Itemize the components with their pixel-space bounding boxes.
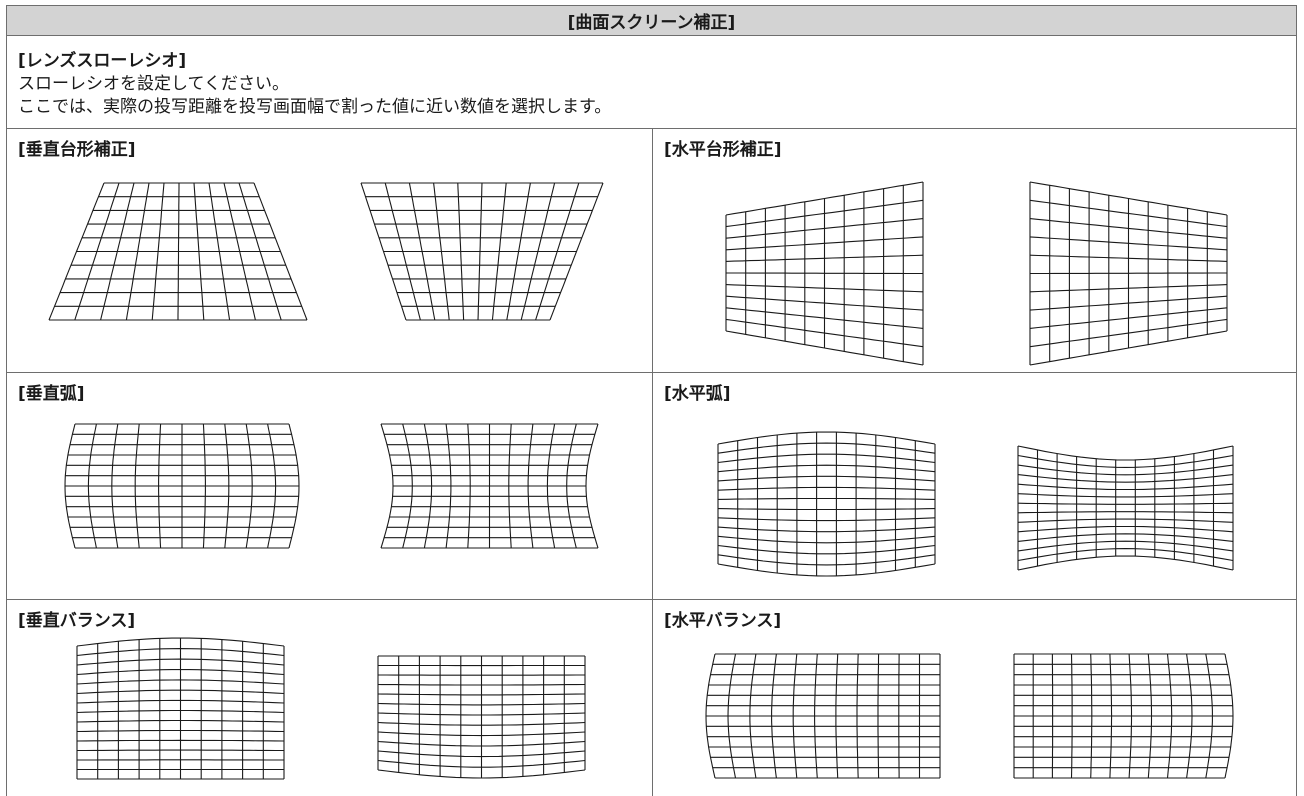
- table-title: [曲面スクリーン補正]: [567, 13, 736, 33]
- vertical-balance-top-grid: [76, 637, 285, 780]
- vertical-keystone-narrow-bottom-grid: [360, 182, 604, 321]
- horizontal-balance-right-grid: [1013, 653, 1234, 779]
- vertical-balance-title: [垂直バランス]: [18, 611, 136, 631]
- vertical-arc-title: [垂直弧]: [18, 384, 85, 404]
- lens-throw-ratio-row: [レンズスローレシオ] スローレシオを設定してください。 ここでは、実際の投写距…: [6, 36, 1297, 129]
- horizontal-keystone-left-short-grid: [725, 181, 924, 366]
- vertical-balance-bottom-grid: [377, 655, 586, 779]
- vertical-arc-convex-grid: [64, 423, 300, 549]
- vertical-keystone-title: [垂直台形補正]: [18, 140, 136, 160]
- cell-vertical-keystone: [垂直台形補正]: [6, 129, 653, 373]
- table-header: [曲面スクリーン補正]: [6, 5, 1297, 36]
- vertical-arc-concave-grid: [380, 423, 599, 549]
- horizontal-arc-concave-grid: [1017, 445, 1234, 571]
- lens-throw-ratio-title: [レンズスローレシオ]: [18, 51, 187, 71]
- horizontal-keystone-title: [水平台形補正]: [664, 140, 782, 160]
- vertical-keystone-narrow-top-grid: [48, 182, 308, 321]
- horizontal-balance-left-grid: [705, 653, 941, 779]
- horizontal-balance-title: [水平バランス]: [664, 611, 782, 631]
- cell-horizontal-arc: [水平弧]: [653, 373, 1297, 600]
- cell-horizontal-balance: [水平バランス]: [653, 600, 1297, 796]
- cell-vertical-arc: [垂直弧]: [6, 373, 653, 600]
- cell-horizontal-keystone: [水平台形補正]: [653, 129, 1297, 373]
- lens-throw-ratio-line1: スローレシオを設定してください。: [18, 74, 289, 94]
- horizontal-arc-title: [水平弧]: [664, 384, 731, 404]
- lens-throw-ratio-line2: ここでは、実際の投写距離を投写画面幅で割った値に近い数値を選択します。: [18, 97, 612, 117]
- cell-vertical-balance: [垂直バランス]: [6, 600, 653, 796]
- horizontal-keystone-right-short-grid: [1029, 181, 1228, 366]
- horizontal-arc-convex-grid: [717, 431, 936, 577]
